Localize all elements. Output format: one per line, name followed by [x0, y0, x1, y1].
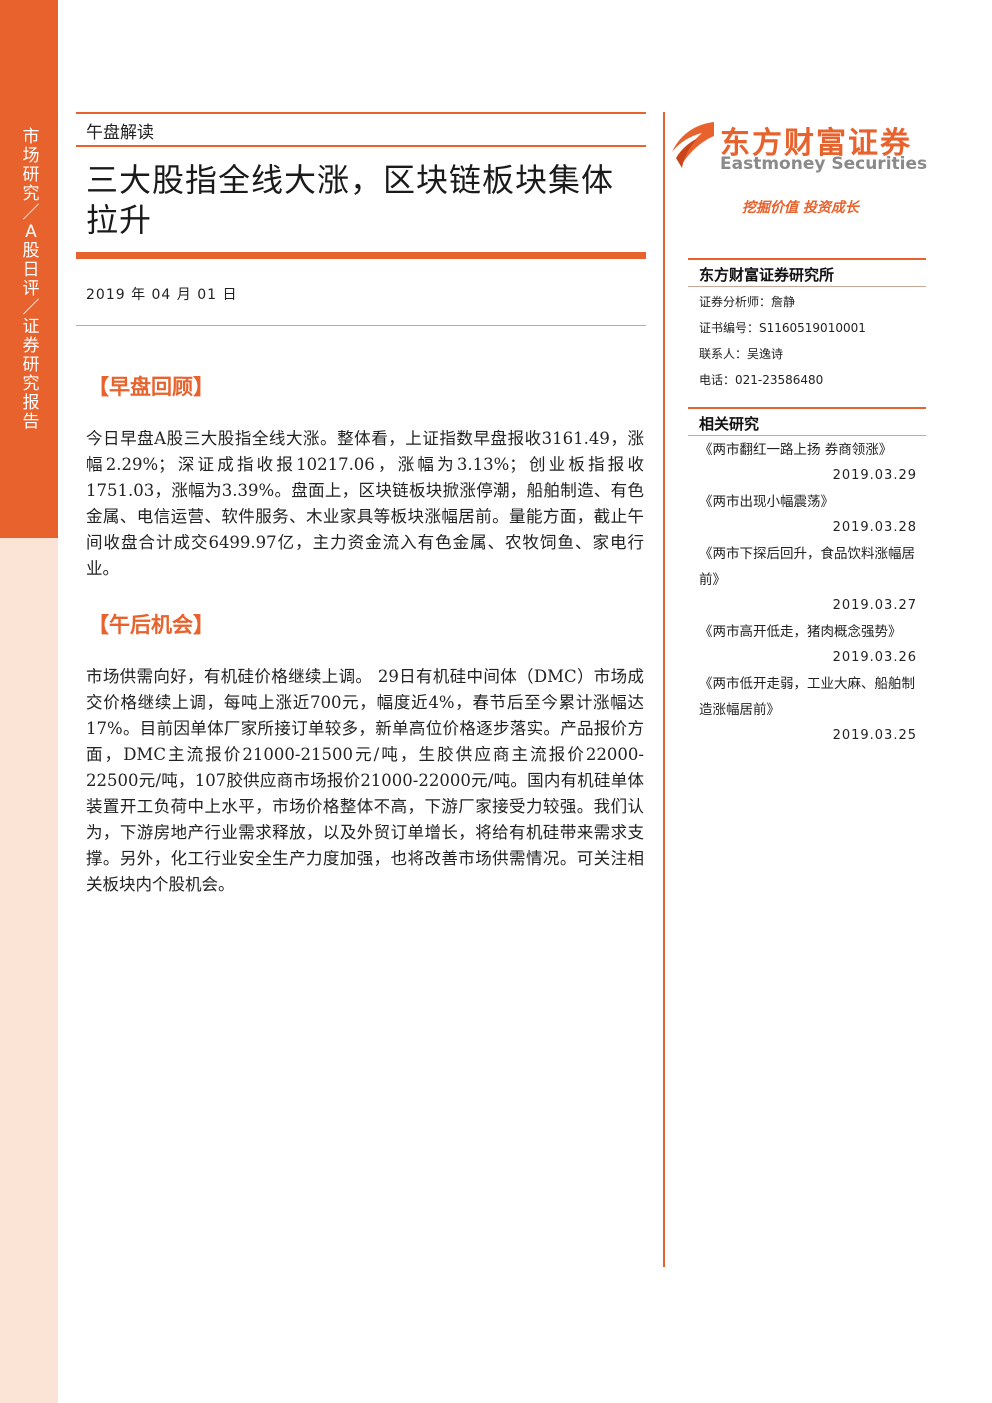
institute-top-rule [688, 258, 926, 260]
contact-person: 联系人：吴逸诗 [699, 347, 784, 361]
analyst-name: 证券分析师：詹静 [699, 295, 796, 309]
header-top-rule [76, 112, 646, 114]
related-item-title[interactable]: 《两市下探后回升，食品饮料涨幅居前》 [699, 546, 915, 588]
afternoon-heading: 【午后机会】 [88, 612, 214, 637]
header-mid-rule [76, 145, 646, 147]
sidebar-tint [0, 538, 58, 1403]
brand-logo-icon [672, 122, 714, 168]
related-item-title[interactable]: 《两市高开低走，猪肉概念强势》 [699, 624, 902, 640]
related-title: 相关研究 [699, 415, 760, 433]
brand-name-en: Eastmoney Securities [720, 154, 928, 174]
report-date: 2019 年 04 月 01 日 [86, 287, 238, 303]
column-divider [663, 112, 665, 1267]
related-item-title[interactable]: 《两市翻红一路上扬 券商领涨》 [699, 442, 893, 458]
related-item-date: 2019.03.26 [832, 650, 917, 665]
related-item-date: 2019.03.28 [832, 520, 917, 535]
sidebar-accent [0, 0, 58, 538]
related-item-date: 2019.03.25 [832, 728, 917, 743]
related-item-date: 2019.03.29 [832, 468, 917, 483]
title-bar [76, 252, 646, 259]
morning-heading: 【早盘回顾】 [88, 374, 214, 399]
brand-slogan: 挖掘价值 投资成长 [742, 200, 859, 216]
related-top-rule [688, 407, 926, 409]
institute-title: 东方财富证券研究所 [699, 266, 835, 284]
sidebar-category: 市场研究／A股日评／证券研究报告 [22, 127, 40, 432]
phone-number: 电话：021-23586480 [699, 373, 824, 387]
cert-number: 证书编号：S1160519010001 [699, 321, 866, 335]
brand-name-cn: 东方财富证券 [720, 126, 912, 161]
section-label: 午盘解读 [86, 123, 154, 143]
related-item-title[interactable]: 《两市出现小幅震荡》 [699, 494, 834, 510]
related-item-date: 2019.03.27 [832, 598, 917, 613]
date-divider [76, 325, 646, 326]
related-item-title[interactable]: 《两市低开走弱，工业大麻、船舶制造涨幅居前》 [699, 676, 915, 718]
morning-paragraph: 今日早盘A股三大股指全线大涨。整体看，上证指数早盘报收3161.49，涨幅2.2… [86, 429, 644, 578]
related-divider [688, 435, 926, 436]
page-title: 三大股指全线大涨，区块链板块集体拉升 [86, 161, 615, 239]
institute-divider [688, 286, 926, 287]
afternoon-paragraph: 市场供需向好，有机硅价格继续上调。 29日有机硅中间体（DMC）市场成交价格继续… [86, 667, 644, 894]
